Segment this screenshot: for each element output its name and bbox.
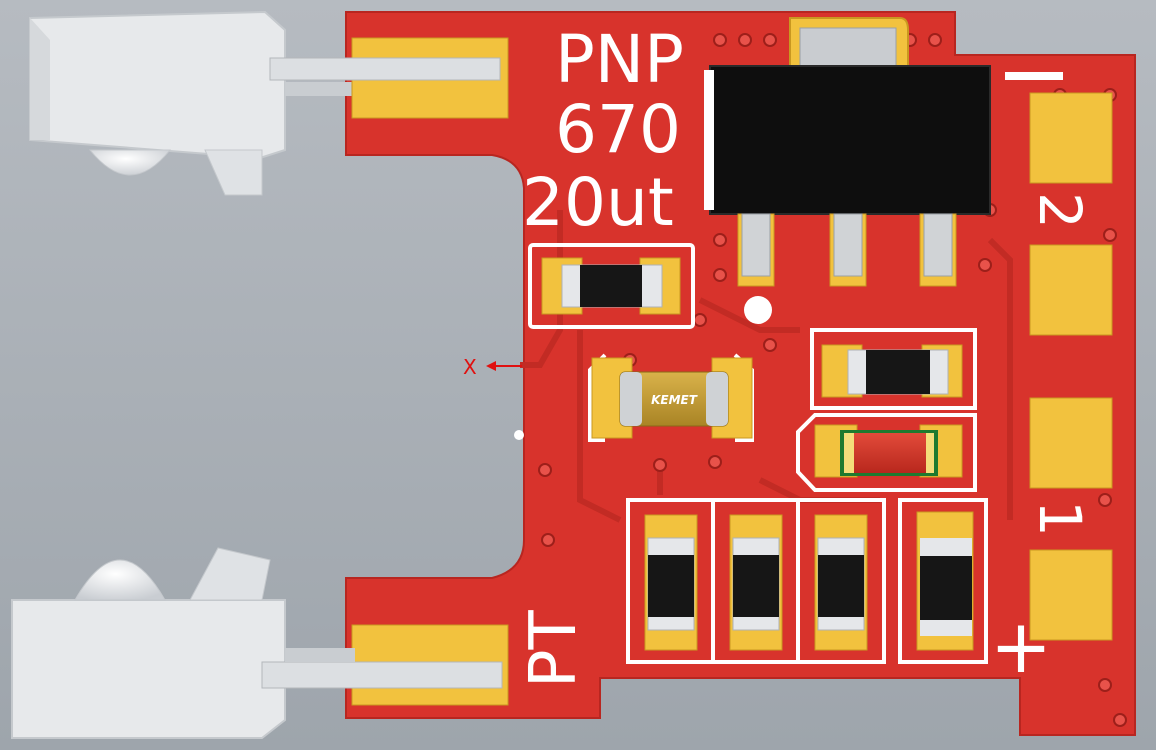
resistor-r2 xyxy=(810,328,977,410)
silk-pin-minus xyxy=(1005,72,1063,80)
led xyxy=(796,413,977,492)
capacitor-brand-label: KEMET xyxy=(651,393,698,407)
resistor-r1 xyxy=(528,243,695,329)
lead-emitter-top xyxy=(269,57,501,81)
silk-pnp: PNP xyxy=(555,21,684,98)
lead-pt-bottom xyxy=(261,661,503,689)
silk-pin-plus: + xyxy=(990,604,1052,690)
silk-pt: PT xyxy=(517,609,591,688)
silk-pin-2: 2 xyxy=(1026,192,1094,229)
ir-emitter-bottom xyxy=(11,547,286,739)
lead-pt-bottom-base xyxy=(285,648,355,662)
silk-pin-1: 1 xyxy=(1026,500,1094,537)
vias xyxy=(538,33,1127,727)
header-pads xyxy=(1029,92,1113,641)
axis-origin-marker: X xyxy=(463,355,524,440)
capacitor-kemet: KEMET xyxy=(588,353,754,442)
resistor-array xyxy=(626,498,988,664)
pin1-marker xyxy=(744,296,772,324)
sot223-transistor xyxy=(704,17,991,287)
silk-value: 670 xyxy=(555,91,681,168)
silk-current: 20ut xyxy=(522,164,674,241)
axis-x-label: X xyxy=(463,355,477,379)
